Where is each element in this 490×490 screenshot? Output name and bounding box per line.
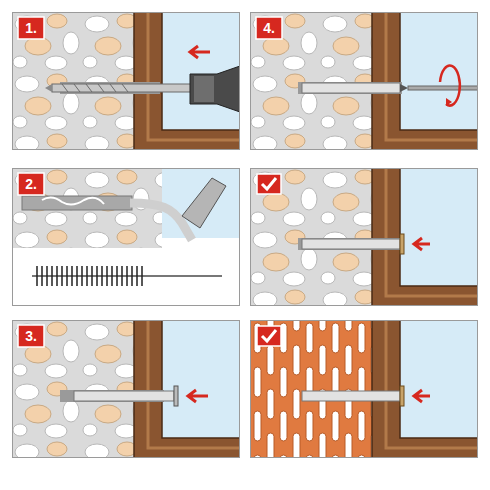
step-number: 1. [18,18,44,38]
insert-panel [12,320,240,458]
step-number: 3. [18,326,44,346]
step-number: 2. [18,174,44,194]
clean-panel [12,168,240,306]
brick-panel [250,320,478,458]
step-tags [18,17,282,347]
screw-panel [250,12,478,150]
drill-panel [12,12,240,150]
step-number: 4. [256,18,282,38]
installed-panel [250,168,478,306]
